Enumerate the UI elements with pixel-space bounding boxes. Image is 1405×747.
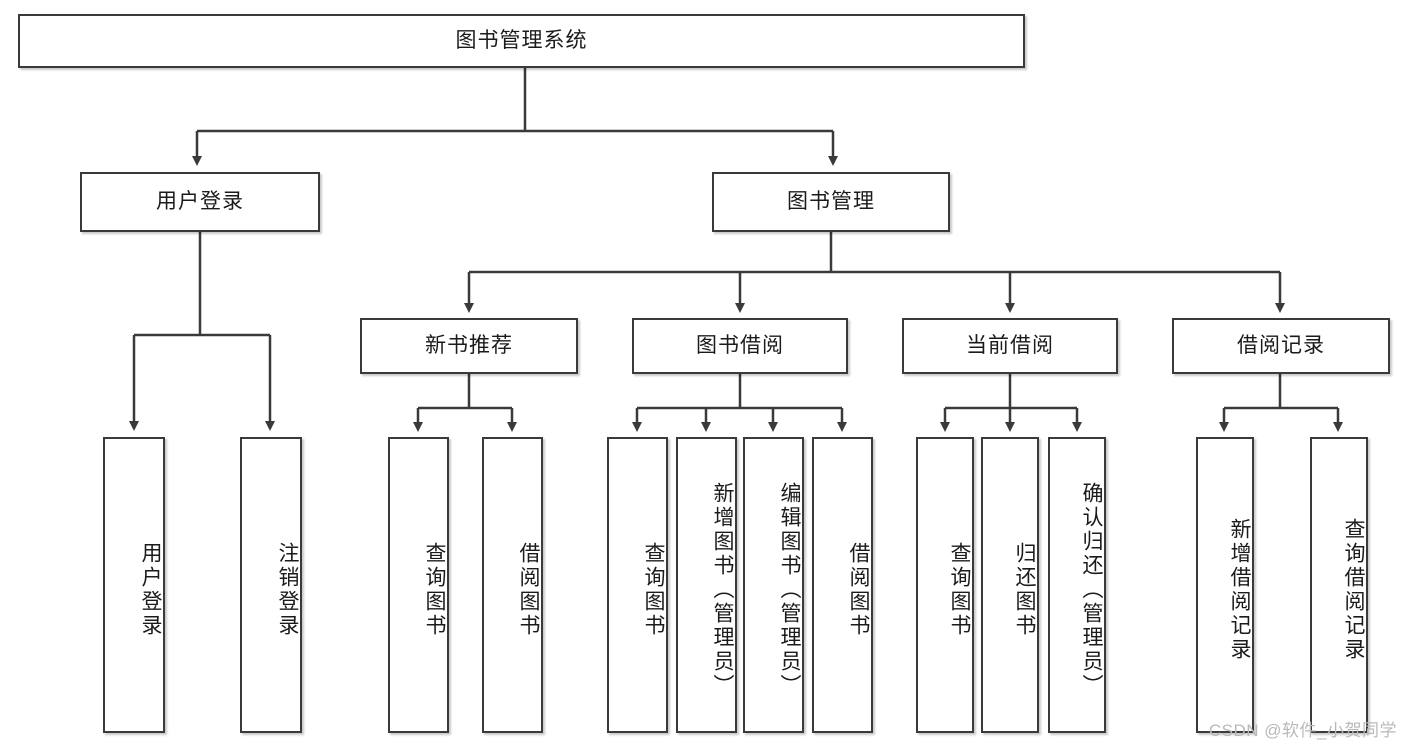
- leaf-current-borrow-1-label: 查询图书: [948, 542, 971, 638]
- leaf-current-borrow-2[interactable]: 归还图书: [981, 437, 1039, 733]
- leaf-borrow-record-2-label: 查询借阅记录: [1342, 518, 1365, 662]
- leaf-book-borrow-4-label: 借阅图书: [847, 542, 870, 638]
- node-book-manage[interactable]: 图书管理: [712, 172, 950, 232]
- node-book-borrow[interactable]: 图书借阅: [632, 318, 848, 374]
- leaf-current-borrow-1[interactable]: 查询图书: [916, 437, 974, 733]
- node-user-login-label: 用户登录: [156, 189, 244, 213]
- leaf-new-book-1[interactable]: 查询图书: [388, 437, 449, 733]
- node-book-manage-label: 图书管理: [787, 189, 875, 213]
- leaf-current-borrow-3[interactable]: 确认归还（管理员）: [1048, 437, 1106, 733]
- node-root-label: 图书管理系统: [455, 28, 588, 52]
- node-current-borrow-label: 当前借阅: [966, 333, 1054, 357]
- leaf-book-borrow-4[interactable]: 借阅图书: [812, 437, 873, 733]
- watermark: CSDN @软件_小贺同学: [1208, 721, 1397, 740]
- leaf-borrow-record-2[interactable]: 查询借阅记录: [1310, 437, 1368, 733]
- node-new-book-recommend-label: 新书推荐: [425, 333, 513, 357]
- node-current-borrow[interactable]: 当前借阅: [902, 318, 1118, 374]
- node-new-book-recommend[interactable]: 新书推荐: [360, 318, 578, 374]
- leaf-user-login-2-label: 注销登录: [276, 542, 299, 638]
- leaf-user-login-1-label: 用户登录: [139, 542, 162, 638]
- node-book-borrow-label: 图书借阅: [696, 333, 784, 357]
- leaf-user-login-1[interactable]: 用户登录: [103, 437, 165, 733]
- node-user-login[interactable]: 用户登录: [80, 172, 320, 232]
- leaf-new-book-1-label: 查询图书: [423, 542, 446, 638]
- leaf-new-book-2[interactable]: 借阅图书: [482, 437, 543, 733]
- leaf-user-login-2[interactable]: 注销登录: [240, 437, 302, 733]
- leaf-new-book-2-label: 借阅图书: [517, 542, 540, 638]
- leaf-book-borrow-3[interactable]: 编辑图书（管理员）: [743, 437, 804, 733]
- leaf-book-borrow-1-label: 查询图书: [642, 542, 665, 638]
- leaf-book-borrow-1[interactable]: 查询图书: [607, 437, 668, 733]
- leaf-borrow-record-1[interactable]: 新增借阅记录: [1196, 437, 1254, 733]
- leaf-borrow-record-1-label: 新增借阅记录: [1228, 518, 1251, 662]
- leaf-current-borrow-3-label: 确认归还（管理员）: [1080, 482, 1103, 698]
- leaf-book-borrow-3-label: 编辑图书（管理员）: [778, 482, 801, 698]
- leaf-current-borrow-2-label: 归还图书: [1013, 542, 1036, 638]
- node-borrow-record-label: 借阅记录: [1237, 333, 1325, 357]
- node-borrow-record[interactable]: 借阅记录: [1172, 318, 1390, 374]
- leaf-book-borrow-2[interactable]: 新增图书（管理员）: [676, 437, 737, 733]
- leaf-book-borrow-2-label: 新增图书（管理员）: [711, 482, 734, 698]
- node-root[interactable]: 图书管理系统: [18, 14, 1025, 68]
